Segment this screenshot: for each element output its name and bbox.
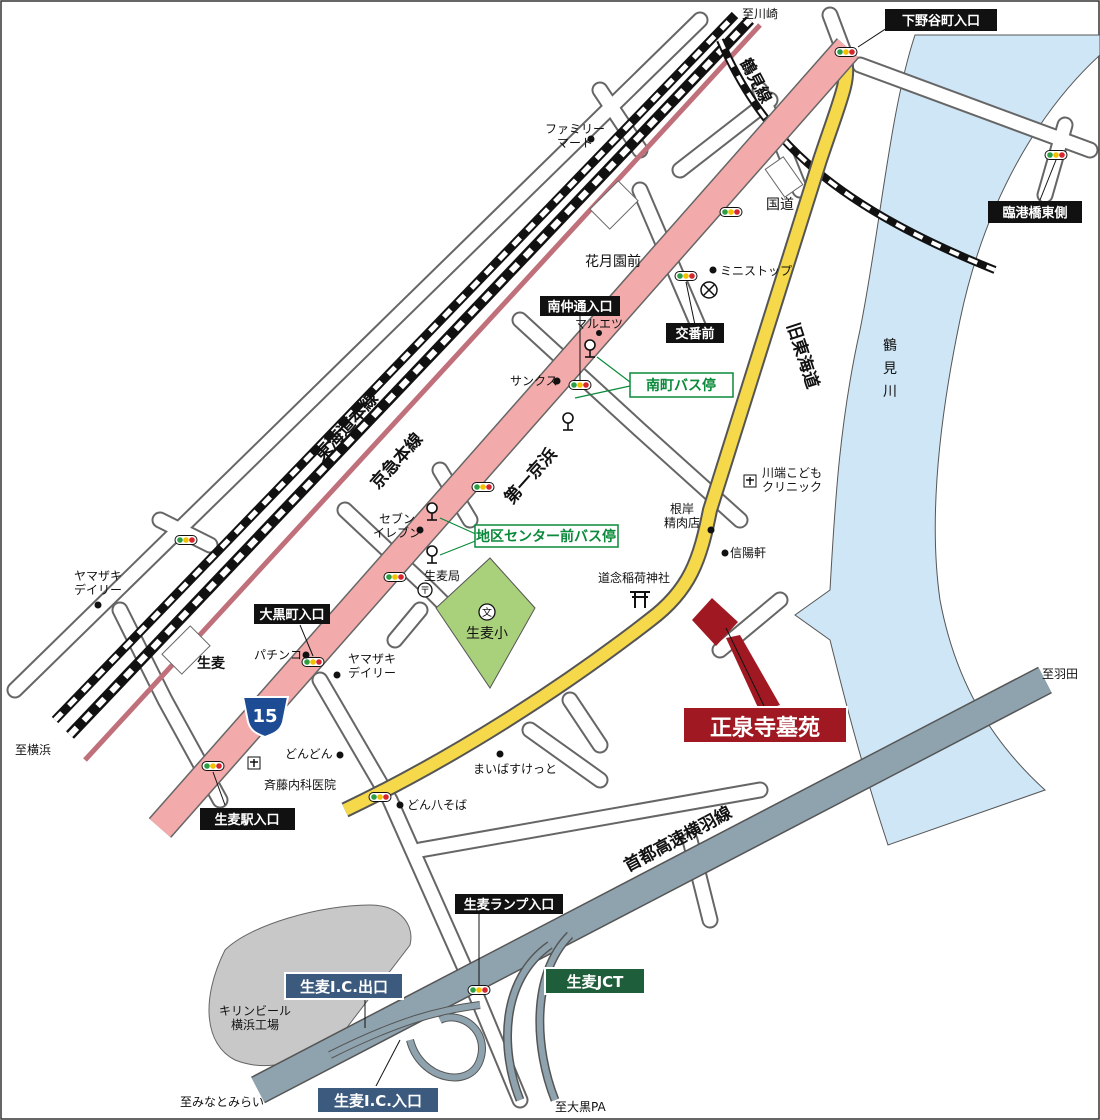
label-ohguro: 大黒町入口 <box>254 604 330 624</box>
svg-text:大黒町入口: 大黒町入口 <box>259 607 324 623</box>
svg-text:文: 文 <box>482 606 492 619</box>
bus-leaders <box>439 356 631 556</box>
cemetery-marker <box>692 598 780 712</box>
clinic-icon <box>743 474 757 488</box>
kirin-factory-label: キリンビール横浜工場 <box>219 1004 291 1032</box>
svg-text:15: 15 <box>252 706 277 727</box>
pachinko-label: パチンコ <box>254 648 302 662</box>
place-labels: 至川崎 至羽田 至横浜 至みなとみらい 至大黒PA 国道 花月園前 ミニストップ… <box>15 7 1078 1114</box>
namamugi-post-label: 生麦局 <box>424 569 460 583</box>
cemetery-label: 正泉寺墓苑 <box>710 715 820 741</box>
to-kawasaki: 至川崎 <box>742 7 778 21</box>
old-tokaido-road <box>341 58 855 818</box>
poi-dots <box>94 135 729 809</box>
maiba-label: まいばすけっと <box>473 762 557 776</box>
shuto-expressway <box>251 666 1052 1104</box>
kagetsuen-label: 花月園前 <box>585 253 641 270</box>
ministop-icon <box>700 281 718 299</box>
donpachi-label: どん八そば <box>407 798 467 812</box>
to-yokohama: 至横浜 <box>15 743 51 757</box>
svg-text:交番前: 交番前 <box>675 326 714 342</box>
hospital-icon <box>247 756 261 770</box>
to-haneda: 至羽田 <box>1042 667 1078 681</box>
label-rinko-bashi: 臨港橋東側 <box>988 201 1082 223</box>
kokudo-label: 国道 <box>766 197 794 213</box>
svg-text:臨港橋東側: 臨港橋東側 <box>1002 205 1067 221</box>
svg-text:下野谷町入口: 下野谷町入口 <box>902 13 980 29</box>
yamazaki1-label: ヤマザキデイリー <box>74 569 122 597</box>
label-shimonoyacho: 下野谷町入口 <box>885 9 997 31</box>
svg-text:生麦駅入口: 生麦駅入口 <box>214 812 279 828</box>
sunkus-label: サンクス <box>510 374 558 388</box>
family-mart-label: ファミリーマート <box>545 122 605 150</box>
ministop-label: ミニストップ <box>720 264 792 278</box>
label-namamugi-ramp: 生麦ランプ入口 <box>455 894 563 914</box>
to-minatomirai: 至みなとみらい <box>180 1095 264 1109</box>
svg-text:〒: 〒 <box>420 586 430 597</box>
school-icon: 文 <box>478 603 496 621</box>
label-namamugi-eki: 生麦駅入口 <box>200 808 295 830</box>
shinyoken-label: 信陽軒 <box>730 546 766 560</box>
route-15-shield: 15 <box>241 696 290 739</box>
donen-shrine-label: 道念稲荷神社 <box>598 570 670 585</box>
bus-stop-labels: 南町バス停 地区センター前バス停 <box>474 372 734 548</box>
tsurumi-line <box>716 38 997 274</box>
maruetsu-label: マルエツ <box>575 317 623 331</box>
svg-text:南仲通入口: 南仲通入口 <box>547 299 612 315</box>
label-koban: 交番前 <box>666 323 724 343</box>
minamimachi-bus-label: 南町バス停 <box>646 377 716 394</box>
namamugi-station-label: 生麦 <box>197 655 226 672</box>
shrine-icon <box>630 591 650 608</box>
ic-exit-label: 生麦I.C.出口 <box>300 978 388 996</box>
multiline-labels: ファミリーマート 川端こどもクリニック 根岸精肉店 セブンイレブン ヤマザキデイ… <box>74 122 822 1032</box>
to-daikoku: 至大黒PA <box>555 1100 606 1114</box>
kagetsuen-station-platform <box>589 180 639 230</box>
tokaido-main-line <box>51 11 754 739</box>
ic-entrance-label: 生麦I.C.入口 <box>334 1092 422 1110</box>
tsurumi-river <box>794 34 1100 846</box>
namamugi-school-ground <box>435 557 536 689</box>
namamugi-school-label: 生麦小 <box>466 626 508 642</box>
label-minaminaka: 南仲通入口 <box>540 296 620 316</box>
jct-label: 生麦JCT <box>567 973 625 991</box>
post-office-icon: 〒 <box>417 582 433 598</box>
svg-text:生麦ランプ入口: 生麦ランプ入口 <box>464 897 555 913</box>
namamugi-station-platform <box>161 625 211 675</box>
dondon-label: どんどん <box>285 747 333 761</box>
tsurumi-river-label: 鶴見川 <box>883 337 897 400</box>
tsurumi-line-bridge <box>764 156 804 198</box>
chiku-center-bus-label: 地区センター前バス停 <box>476 528 616 545</box>
negishi-label: 根岸精肉店 <box>664 502 700 530</box>
intersection-labels: 下野谷町入口 臨港橋東側 南仲通入口 交番前 大黒町入口 生麦駅入口 生麦ランプ… <box>200 9 1082 914</box>
saito-clinic-label: 斉藤内科医院 <box>264 777 336 792</box>
kawabata-clinic-label: 川端こどもクリニック <box>762 466 822 494</box>
yamazaki2-label: ヤマザキデイリー <box>348 652 396 680</box>
ic-labels: 生麦I.C.出口 生麦I.C.入口 生麦JCT <box>284 967 646 1114</box>
seven-eleven-label: セブンイレブン <box>373 511 421 540</box>
cemetery-label-box <box>682 706 848 744</box>
